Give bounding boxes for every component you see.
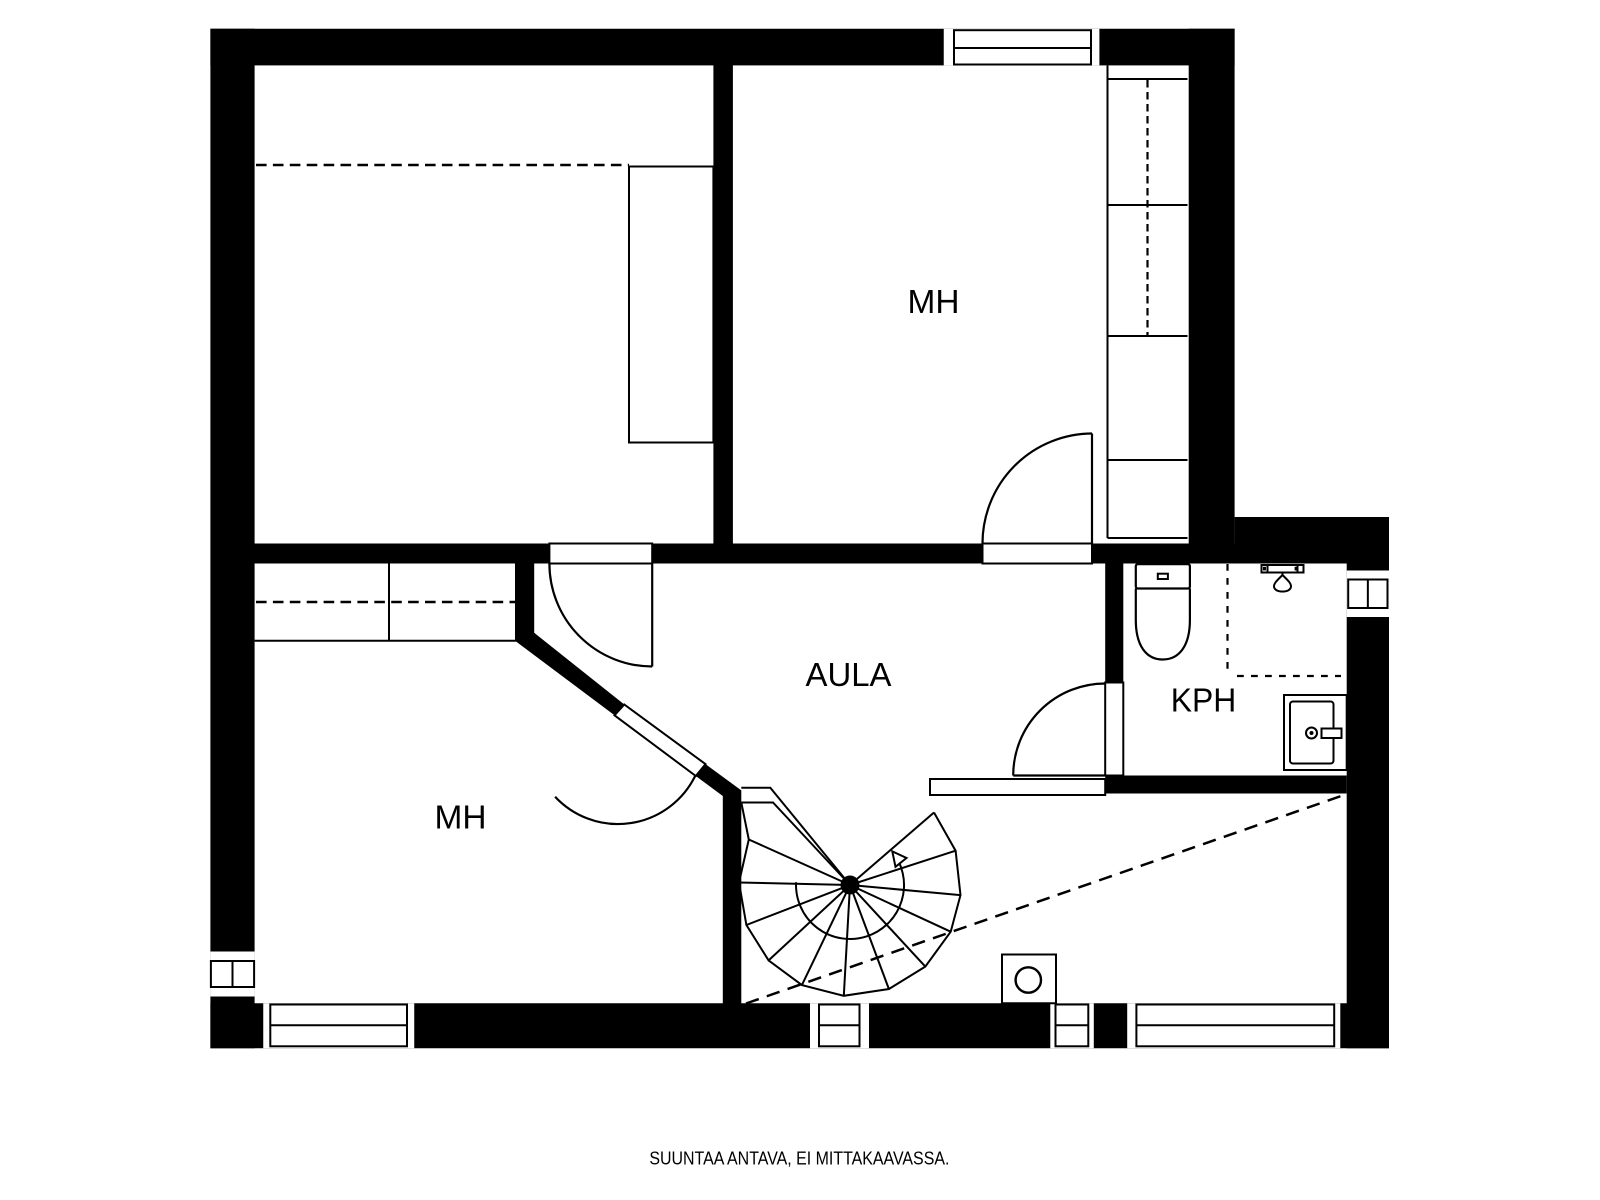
svg-text:MH: MH <box>435 798 487 835</box>
svg-text:MH: MH <box>908 283 960 320</box>
svg-text:KPH: KPH <box>1171 682 1237 719</box>
svg-text:AULA: AULA <box>806 656 892 693</box>
svg-text:SUUNTAA ANTAVA, EI MITTAKAAVAS: SUUNTAA ANTAVA, EI MITTAKAAVASSA. <box>649 1148 949 1169</box>
